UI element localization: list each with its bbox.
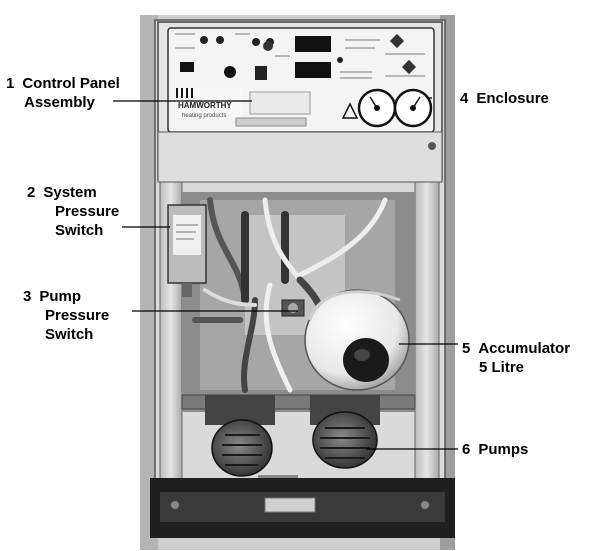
leader-lines: [113, 97, 458, 450]
system-pressure-switch: [167, 204, 207, 297]
nameplate-subtext: heating products: [182, 113, 226, 119]
control-panel: HAMWORTHY heating products: [157, 21, 443, 183]
base-plinth: [150, 478, 455, 538]
pump-pressure-switch: [281, 299, 305, 317]
nameplate-text: HAMWORTHY: [178, 101, 232, 110]
accumulator-tank: [304, 289, 410, 391]
